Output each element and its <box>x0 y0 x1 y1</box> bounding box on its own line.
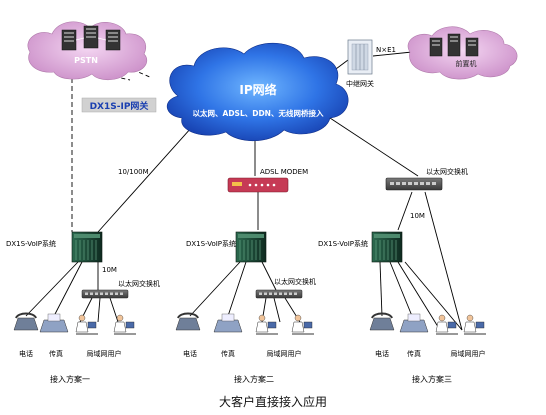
gateway-tag: DX1S-IP网关 <box>81 97 157 113</box>
front-machine-cloud: 前置机 <box>407 26 518 80</box>
scheme-3: DX1S-VoIP系统 <box>318 231 486 384</box>
scheme1-lan-label: 局域网用户 <box>87 349 122 358</box>
scheme2-phone-icon <box>175 312 201 331</box>
adsl-modem-icon <box>227 177 289 193</box>
scheme2-fax-label: 传真 <box>221 349 235 358</box>
link-speed-label: 10/100M <box>118 168 149 176</box>
scheme2-lan-user-icon-2 <box>291 314 314 335</box>
scheme3-system-label: DX1S-VoIP系统 <box>318 239 368 248</box>
adsl-modem: ADSL MODEM <box>227 168 308 193</box>
scheme1-name: 接入方案一 <box>50 374 90 384</box>
ip-cloud-subtitle: 以太网、ADSL、DDN、无线网桥接入 <box>193 108 324 118</box>
trunk-label: N×E1 <box>376 46 396 54</box>
scheme1-system-label: DX1S-VoIP系统 <box>6 239 56 248</box>
scheme1-phone-icon <box>13 312 39 331</box>
switch-top-label: 以太网交换机 <box>426 167 468 176</box>
front-machine-server-icon <box>429 33 479 57</box>
ip-cloud-title: IP网络 <box>239 82 276 97</box>
scheme1-fax-icon <box>39 313 69 333</box>
scheme3-lan-user-icon-2 <box>463 314 486 335</box>
scheme1-lan-user-icon-2 <box>113 314 136 335</box>
scheme1-lan-user-icon <box>75 314 98 335</box>
scheme1-fax-label: 传真 <box>49 349 63 358</box>
pstn-switch-icon <box>61 25 121 51</box>
relay-gateway: N×E1 中继网关 <box>346 39 396 88</box>
scheme3-name: 接入方案三 <box>412 374 452 384</box>
relay-gateway-cabinet-icon <box>347 39 373 75</box>
scheme1-phone-label: 电话 <box>19 349 33 358</box>
cloud-scheme1-link <box>97 117 201 233</box>
diagram-title: 大客户直接接入应用 <box>219 394 327 409</box>
scheme1-switch-label: 以太网交换机 <box>118 279 160 288</box>
scheme2-lan-label: 局域网用户 <box>267 349 302 358</box>
scheme3-voip-cabinet-icon <box>371 231 403 263</box>
scheme-2: DX1S-VoIP系统 以太网交换机 <box>175 231 316 384</box>
scheme1-voip-cabinet-icon <box>71 231 103 263</box>
gateway-tag-label: DX1S-IP网关 <box>90 100 149 112</box>
scheme2-phone-label: 电话 <box>183 349 197 358</box>
switch-top-icon <box>385 177 443 191</box>
scheme2-name: 接入方案二 <box>234 374 274 384</box>
adsl-label: ADSL MODEM <box>260 168 308 176</box>
scheme-1: DX1S-VoIP系统 10M 以太网交换机 <box>6 231 160 384</box>
relay-front-link <box>372 51 413 57</box>
pstn-cloud: PSTN <box>27 21 148 81</box>
ethernet-switch-top: 以太网交换机 10M <box>385 167 468 220</box>
scheme3-lan-label: 局域网用户 <box>451 349 486 358</box>
pstn-gateway-dashed-link <box>93 71 131 81</box>
scheme3-fax-label: 传真 <box>407 349 421 358</box>
scheme3-phone-label: 电话 <box>375 349 389 358</box>
switch3-lan-link <box>424 191 463 331</box>
scheme1-switch-icon <box>81 289 129 299</box>
scheme2-fax-icon <box>213 313 243 333</box>
scheme3-phone-icon <box>369 312 395 331</box>
scheme2-switch-label: 以太网交换机 <box>274 277 316 286</box>
link-speed-3: 10M <box>410 212 425 220</box>
scheme2-system-label: DX1S-VoIP系统 <box>186 239 236 248</box>
relay-gateway-label: 中继网关 <box>346 79 374 88</box>
scheme2-lan-user-icon <box>255 314 278 335</box>
scheme2-switch-icon <box>255 289 303 299</box>
switch3-scheme3-link <box>397 191 413 231</box>
cloud-switch3-link <box>329 117 419 177</box>
scheme3-lan-user-icon <box>435 314 458 335</box>
front-machine-label: 前置机 <box>456 59 477 68</box>
ip-cloud: IP网络 以太网、ADSL、DDN、无线网桥接入 <box>166 42 349 142</box>
scheme3-fax-icon <box>399 313 429 333</box>
pstn-label: PSTN <box>74 56 98 65</box>
scheme1-speed-label: 10M <box>102 266 117 274</box>
scheme2-voip-cabinet-icon <box>235 231 267 263</box>
